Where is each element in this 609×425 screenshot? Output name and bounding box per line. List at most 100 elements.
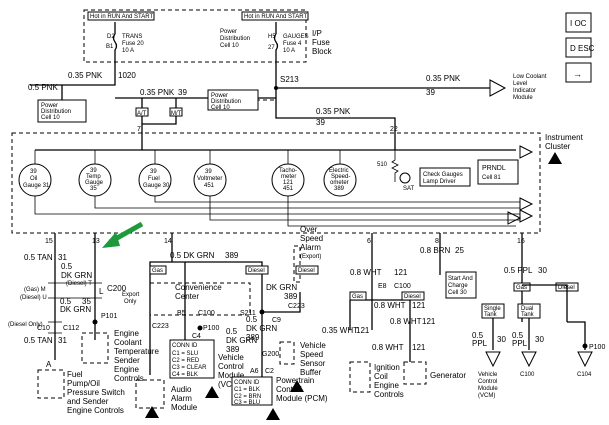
fuse4-wire [273,22,279,88]
vcm2-3: Module [478,386,498,392]
over-speed-1: Over [300,225,318,234]
indicator-triangle-2-icon [519,197,534,211]
esd-warning-icon [548,152,562,164]
wire-dkgrn-a: DK GRN [61,271,92,280]
wire-tan: 0.5 TAN [24,253,53,262]
pd-box-mid-3: Cell 10 [211,105,230,111]
dk-389-c223: 389 [284,292,298,301]
gauge-temp: 39 Temp Gauge 35 [78,150,112,197]
pin-13: 13 [92,238,100,245]
sat-lamp-icon [399,172,411,184]
vss-3: Sensor [300,359,326,368]
vss-buffer-box[interactable] [279,341,295,365]
c112-label: C112 [63,325,79,332]
esd-doc-icon[interactable] [565,37,592,58]
svg-text:ometer: ometer [330,180,349,186]
fuse20-pin-d2: D2 [107,34,115,40]
wire-l: L [99,287,104,296]
conn-b-3: C3 = BLU [234,400,260,406]
wire-tan-circuit: 31 [58,253,67,262]
pd-cell10-1: Power [220,29,237,35]
diesel-box-3-label: Diesel [404,294,421,300]
svg-text:39: 39 [205,169,212,175]
c100-label: C100 [198,310,215,317]
vss-2: Speed [300,350,323,359]
engine-coolant-1: Engine [114,329,139,338]
audio-esd-icon [145,406,159,418]
next-page-icon[interactable] [565,62,592,83]
wire-30: 30 [538,266,547,275]
wire-39-right: 0.35 PNK [426,74,461,83]
gas-box-2-label: Gas [352,294,363,300]
fuse20-line-3: 10 A [122,48,134,54]
highlight-arrow-icon [102,221,144,248]
ignition-3: Engine [374,381,399,390]
fuse20-pin-b1: B1 [106,44,114,50]
pin-6: 6 [367,238,371,245]
generator-box[interactable] [403,361,427,385]
svg-text:Gauge 30: Gauge 30 [143,183,170,189]
low-coolant-1: Low Coolant [513,74,547,80]
wire-dkgrn-b: DK GRN [60,305,91,314]
svg-text:meter: meter [281,174,296,180]
diesel-box-label: Diesel [248,268,265,274]
c100b-label: C100 [394,283,411,290]
resistor-510 [391,150,399,182]
ignition-2: Coil [374,372,388,381]
convenience-2: Center [175,292,199,301]
cluster-pins: 15 13 14 6 8 16 [45,238,525,245]
audio-3: Module [171,403,198,412]
diesel-box-2 [295,265,319,275]
label-a: A [46,360,52,369]
diesel-only: (Diesel Only) [8,322,43,328]
b5-label: B5 [177,310,186,317]
convenience-center[interactable] [149,282,251,316]
hot-label-right-box [241,11,309,21]
fuse4-line-3: 10 A [283,48,295,54]
gas-box-3-label: Gas [516,285,527,291]
ip-label-1: I/P [312,29,322,38]
c4-label: C4 [192,333,201,340]
export-only-2: Only [124,299,136,305]
pcm-1: Powertrain [276,376,314,385]
wire-08wht-3: 0.8 WHT [390,317,422,326]
start-charge-1: Start And [448,276,473,282]
vss-1: Vehicle [300,341,326,350]
pd-box-mid[interactable] [207,89,259,111]
pd-box-left[interactable] [37,99,87,123]
wire-tan-2: 0.5 TAN [24,336,53,345]
c104-label: C104 [577,372,592,378]
fuse20-wire [112,22,118,72]
pcm-conn-id [231,376,273,406]
wire-1020-mid: 0.35 PNK [68,71,103,80]
p100b-splice [582,343,588,349]
resistor-label: 510 [377,162,388,168]
ignition-4: Controls [374,390,404,399]
dual-tank-1: Dual [521,306,533,312]
p100-label: P100 [203,325,219,332]
ip-label-3: Block [312,47,333,56]
c223-label: C223 [152,323,169,330]
start-charge-cell[interactable] [445,271,477,299]
diesel-box [245,265,269,275]
pd-box-mid-1: Power [211,93,228,99]
circuit-39-right: 39 [426,88,435,97]
fuse-block: Hot in RUN And START Hot in RUN And STAR… [83,9,333,88]
c10-label: C10 [37,325,50,332]
pin-8: 8 [435,238,439,245]
fuel-pump-switch[interactable] [37,369,65,399]
pin-mt-label: M/T [171,111,182,117]
ignition-coil-box[interactable] [349,361,371,393]
vcm-triangle-icon [485,351,501,368]
vcm-4: (VCM) [218,380,241,389]
svg-text:Tacho-: Tacho- [279,168,297,174]
fuel-pump-5: Engine Controls [67,406,124,415]
fuse20-line-1: TRANS [122,34,142,40]
ground-doc-icon[interactable] [565,12,592,33]
wire-diesel-u: (Diesel) U [20,295,47,301]
vcm-3: Module [218,371,245,380]
a6-label: A6 [250,368,259,375]
conn-a-4: C4 = BLK [172,372,198,378]
audio-alarm-module[interactable] [135,379,165,409]
wire-05ppl: 0.5 PPL [504,266,533,275]
